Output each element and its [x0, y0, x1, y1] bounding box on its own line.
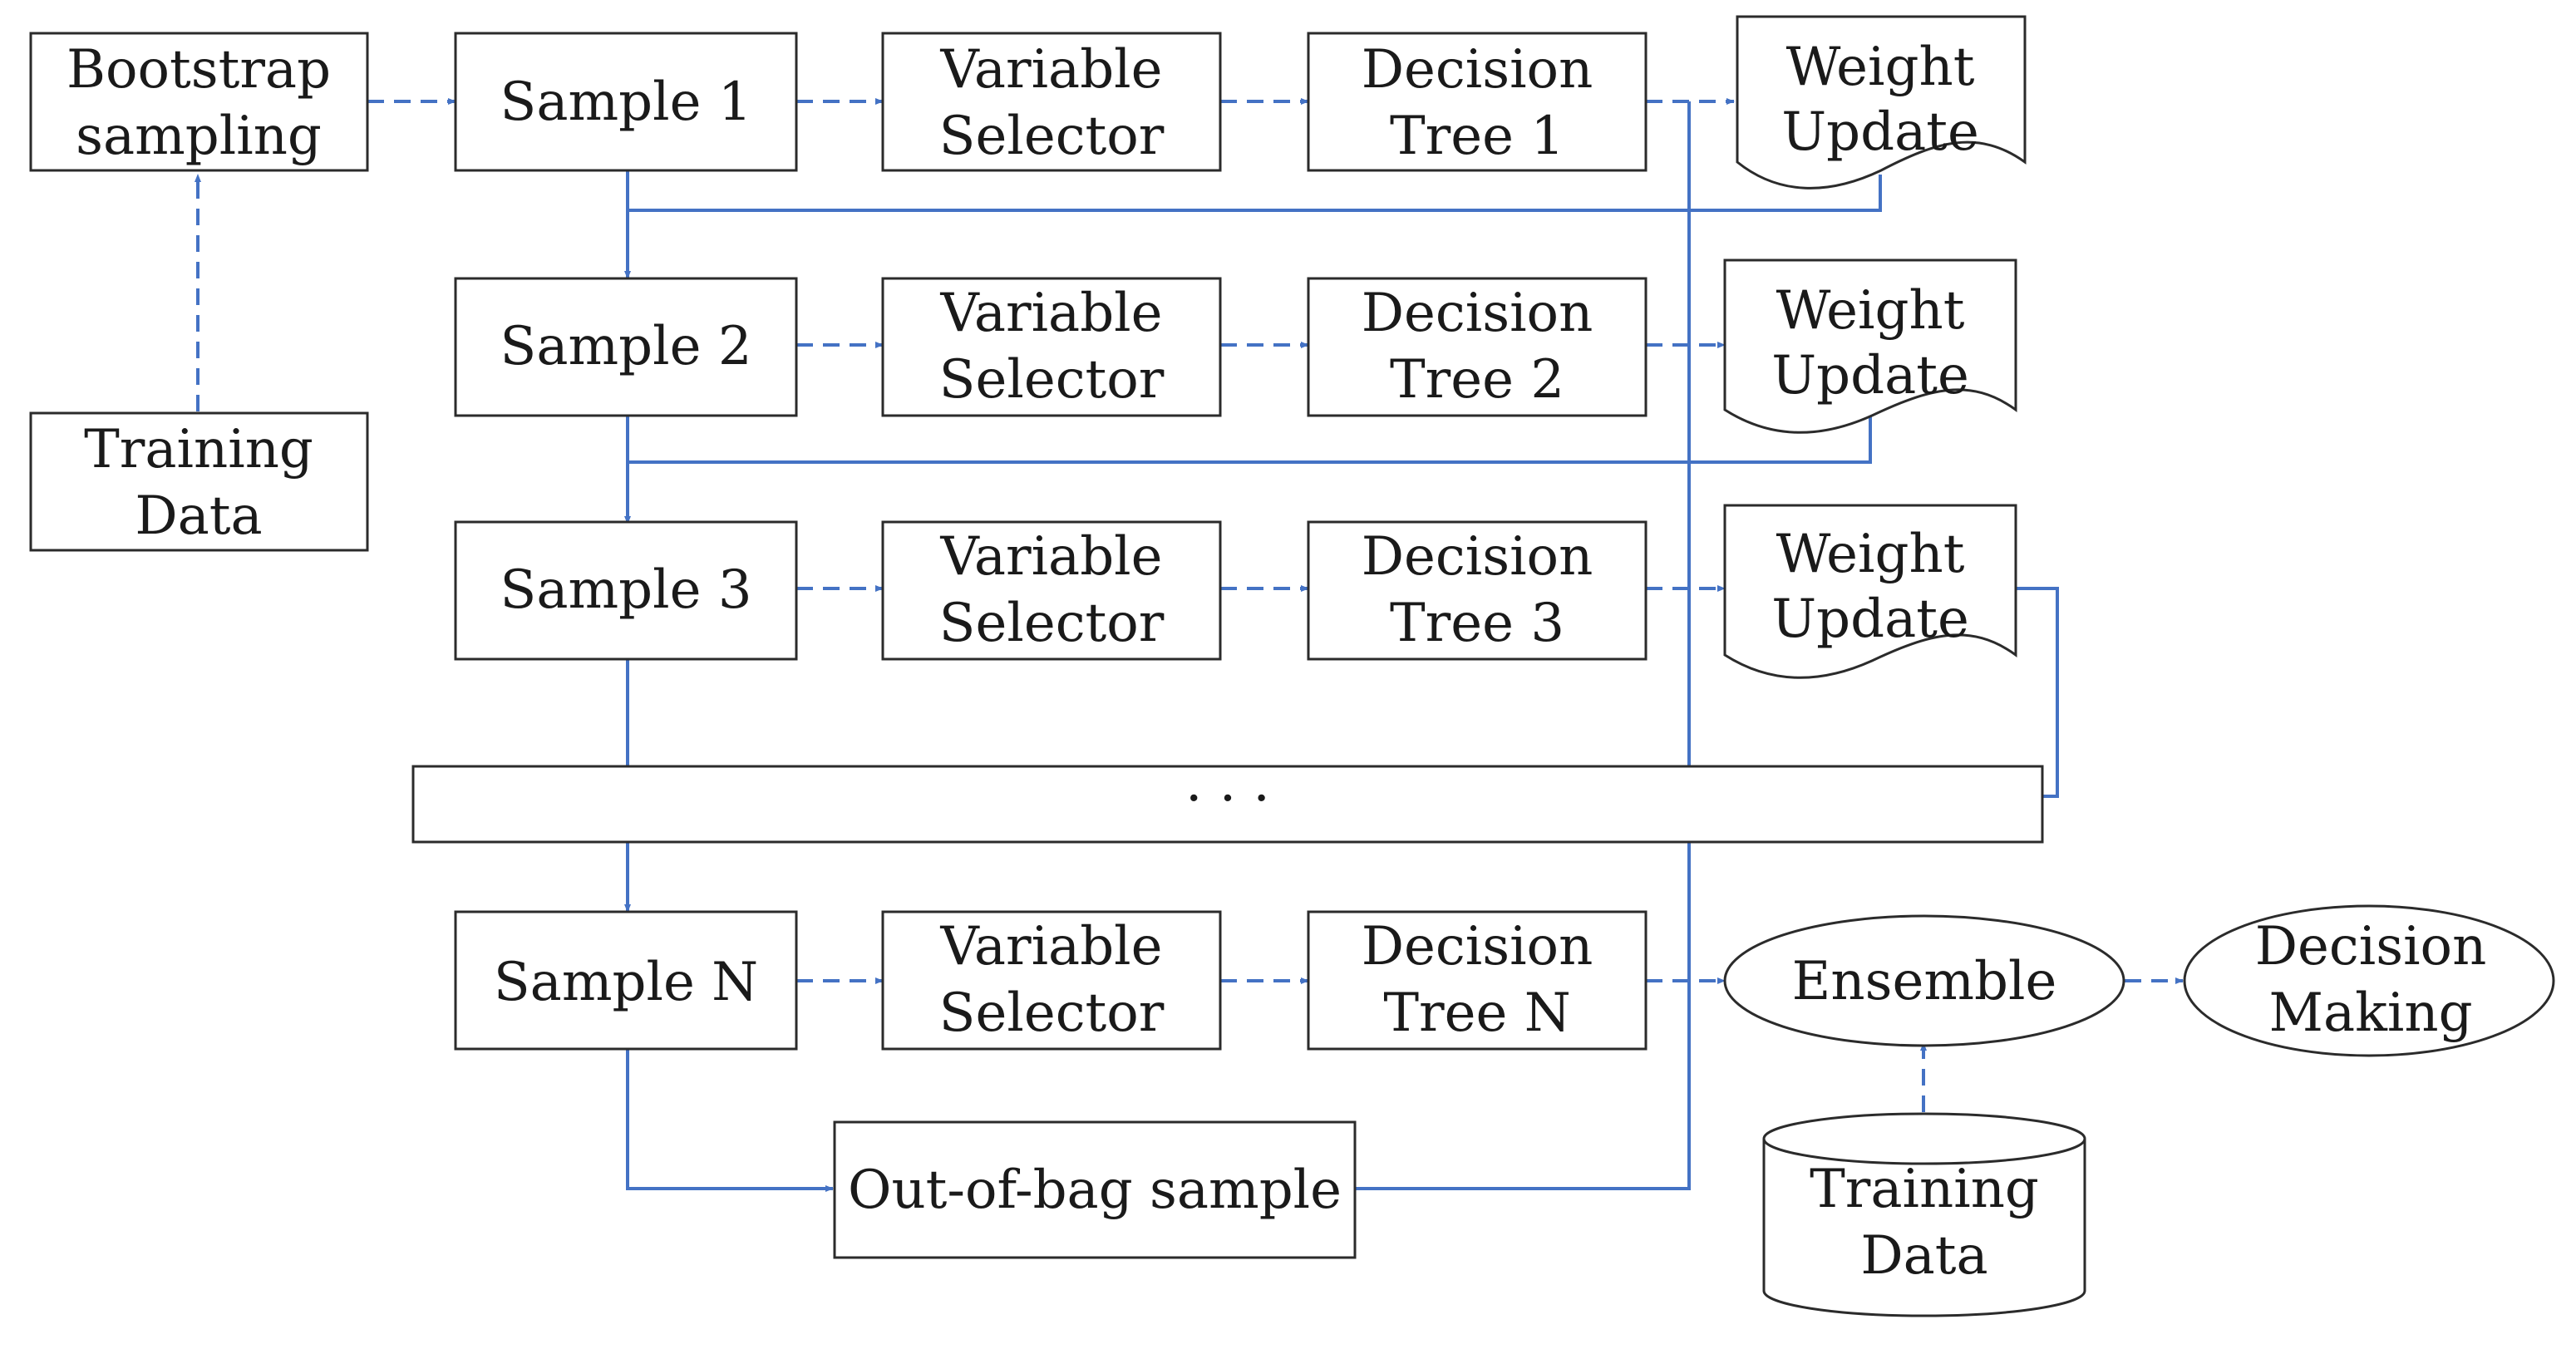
sample2-box — [454, 277, 798, 417]
tree3-line1: Decision — [1362, 526, 1593, 588]
varselN-line2: Selector — [939, 982, 1165, 1044]
weight2-line2: Update — [1771, 345, 1969, 406]
feedback-weight2 — [628, 416, 1872, 464]
arrow-sampleN-to-oob — [626, 1050, 834, 1192]
training-db-line1: Training — [1810, 1159, 2039, 1220]
ellipsis-bar — [411, 765, 2044, 844]
treeN-line1: Decision — [1362, 916, 1593, 977]
training-data-box — [29, 411, 369, 552]
treeN-line2: Tree N — [1383, 982, 1570, 1044]
varsel1-box — [881, 32, 1222, 172]
feedback-weight1 — [628, 175, 1882, 212]
sample2-label: Sample 2 — [500, 316, 751, 377]
connectors — [195, 98, 2184, 1192]
sample1-box — [454, 32, 798, 172]
decision-making-line2: Making — [2268, 982, 2472, 1044]
varsel2-line2: Selector — [939, 349, 1165, 411]
tree3-line2: Tree 3 — [1390, 593, 1564, 654]
varsel3-box — [881, 520, 1222, 661]
tree2-line1: Decision — [1362, 283, 1593, 344]
training-label-line2: Data — [135, 485, 262, 547]
labels: Bootstrap sampling Training Data Sample … — [66, 37, 2486, 1287]
ensemble-ellipse — [1723, 914, 2125, 1047]
varsel1-line2: Selector — [939, 106, 1165, 167]
decision-making-line1: Decision — [2255, 916, 2487, 977]
training-db-top — [1762, 1112, 2086, 1165]
varsel3-line2: Selector — [939, 593, 1165, 654]
bootstrap-label-line1: Bootstrap — [66, 39, 331, 101]
tree1-line1: Decision — [1362, 39, 1593, 101]
nodes — [29, 15, 2555, 1317]
weight1-line1: Weight — [1786, 37, 1975, 98]
oob-box — [833, 1120, 1357, 1259]
tree1-line2: Tree 1 — [1390, 106, 1564, 167]
varsel1-line1: Variable — [939, 39, 1162, 101]
sampleN-box — [454, 910, 798, 1051]
ensemble-label: Ensemble — [1792, 951, 2057, 1012]
weight-update-3-shape — [1723, 504, 2017, 679]
sampleN-label: Sample N — [494, 952, 758, 1013]
sample3-box — [454, 520, 798, 661]
decision-making-ellipse — [2183, 904, 2555, 1057]
varsel3-line1: Variable — [939, 526, 1162, 588]
sample3-label: Sample 3 — [500, 559, 751, 621]
weight-update-1-shape — [1736, 15, 2027, 190]
ellipsis-label: · · · — [1185, 768, 1270, 830]
treeN-box — [1307, 910, 1648, 1051]
oob-label: Out-of-bag sample — [848, 1159, 1342, 1221]
feedback-weight3 — [2016, 587, 2059, 798]
weight-update-2-shape — [1723, 258, 2017, 434]
bootstrap-label-line2: sampling — [76, 106, 322, 167]
training-db-line2: Data — [1860, 1225, 1987, 1287]
line-oob-trunk — [1355, 101, 1691, 1190]
sample1-label: Sample 1 — [500, 71, 751, 133]
weight3-line1: Weight — [1776, 524, 1965, 585]
tree2-line2: Tree 2 — [1390, 349, 1564, 411]
varsel2-box — [881, 277, 1222, 417]
bootstrap-box — [29, 32, 369, 172]
weight1-line2: Update — [1781, 101, 1979, 163]
varselN-line1: Variable — [939, 916, 1162, 977]
weight3-line2: Update — [1771, 588, 1969, 650]
tree2-box — [1307, 277, 1648, 417]
training-label-line1: Training — [84, 419, 313, 480]
training-db-body — [1762, 1139, 2086, 1317]
weight2-line1: Weight — [1776, 280, 1965, 342]
varsel2-line1: Variable — [939, 283, 1162, 344]
tree3-box — [1307, 520, 1648, 661]
tree1-box — [1307, 32, 1648, 172]
varselN-box — [881, 910, 1222, 1051]
